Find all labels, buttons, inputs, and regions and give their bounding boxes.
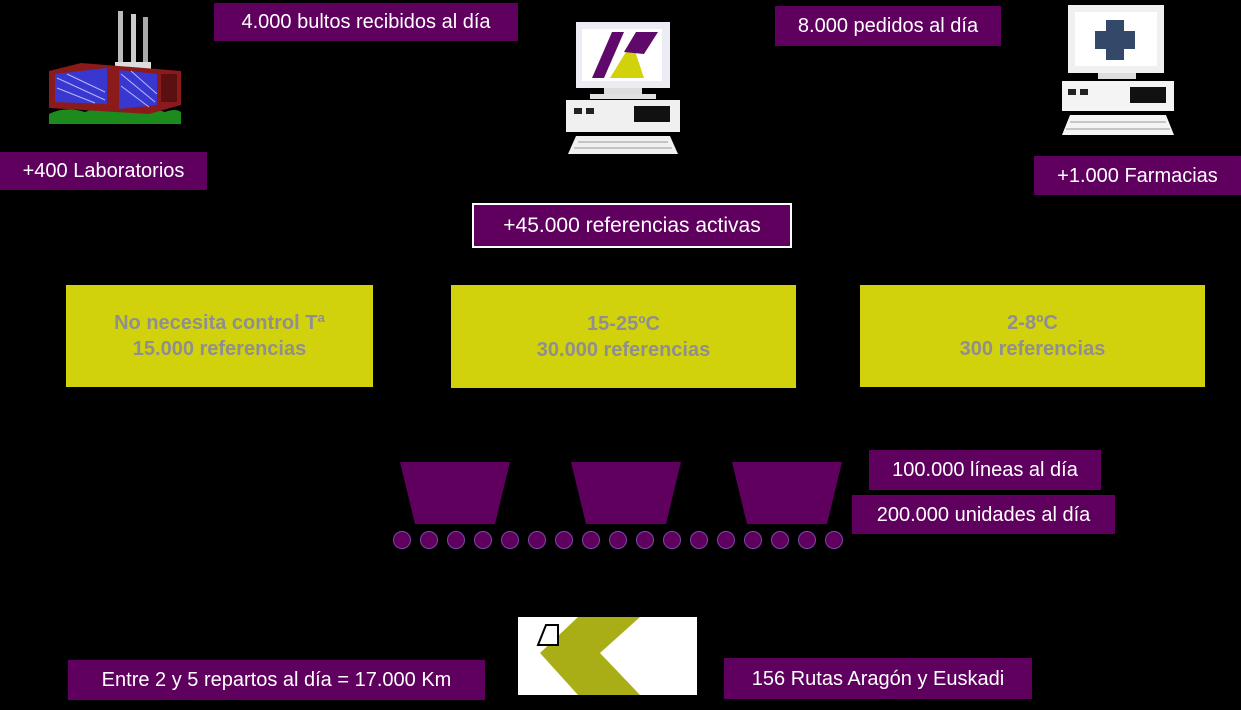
conveyor-roller-icon <box>447 531 465 549</box>
storage-title: 15-25ºC <box>587 312 660 335</box>
conveyor-roller-icon <box>744 531 762 549</box>
active-references-label: +45.000 referencias activas <box>472 203 792 248</box>
conveyor-roller-icon <box>663 531 681 549</box>
storage-title: No necesita control Tª <box>114 312 325 334</box>
conveyor-roller-icon <box>420 531 438 549</box>
deliveries-label: Entre 2 y 5 repartos al día = 17.000 Km <box>68 660 485 700</box>
conveyor-roller-icon <box>555 531 573 549</box>
daily-lines-label: 100.000 líneas al día <box>869 450 1101 490</box>
conveyor-roller-icon <box>501 531 519 549</box>
brand-chevron-logo-icon <box>518 617 697 695</box>
conveyor-roller-icon <box>474 531 492 549</box>
computer-logo-icon <box>566 22 680 154</box>
storage-references: 30.000 referencias <box>536 338 711 361</box>
routes-label: 156 Rutas Aragón y Euskadi <box>724 658 1032 699</box>
pharmacy-computer-icon <box>1062 5 1174 135</box>
conveyor-roller-icon <box>528 531 546 549</box>
daily-orders-label: 8.000 pedidos al día <box>775 6 1001 46</box>
conveyor-roller-icon <box>717 531 735 549</box>
conveyor-roller-icon <box>825 531 843 549</box>
conveyor-roller-icon <box>393 531 411 549</box>
conveyor-roller-icon <box>636 531 654 549</box>
conveyor-roller-icon <box>609 531 627 549</box>
conveyor-roller-icon <box>582 531 600 549</box>
storage-box-15-25c: 15-25ºC 30.000 referencias <box>451 285 796 388</box>
daily-units-label: 200.000 unidades al día <box>852 495 1115 534</box>
received-packages-label: 4.000 bultos recibidos al día <box>214 3 518 41</box>
picking-bin-icon <box>400 462 510 524</box>
pharmacies-label: +1.000 Farmacias <box>1034 156 1241 195</box>
storage-box-no-temperature-control: No necesita control Tª 15.000 referencia… <box>66 285 373 387</box>
laboratories-label: +400 Laboratorios <box>0 152 207 190</box>
conveyor-roller-icon <box>690 531 708 549</box>
storage-title: 2-8ºC <box>1007 312 1058 334</box>
storage-references: 300 referencias <box>959 338 1106 360</box>
factory-icon <box>49 11 181 124</box>
conveyor-roller-icon <box>798 531 816 549</box>
storage-box-2-8c: 2-8ºC 300 referencias <box>860 285 1205 387</box>
picking-bin-icon <box>732 462 842 524</box>
storage-references: 15.000 referencias <box>132 338 307 360</box>
picking-bin-icon <box>571 462 681 524</box>
conveyor-roller-icon <box>771 531 789 549</box>
